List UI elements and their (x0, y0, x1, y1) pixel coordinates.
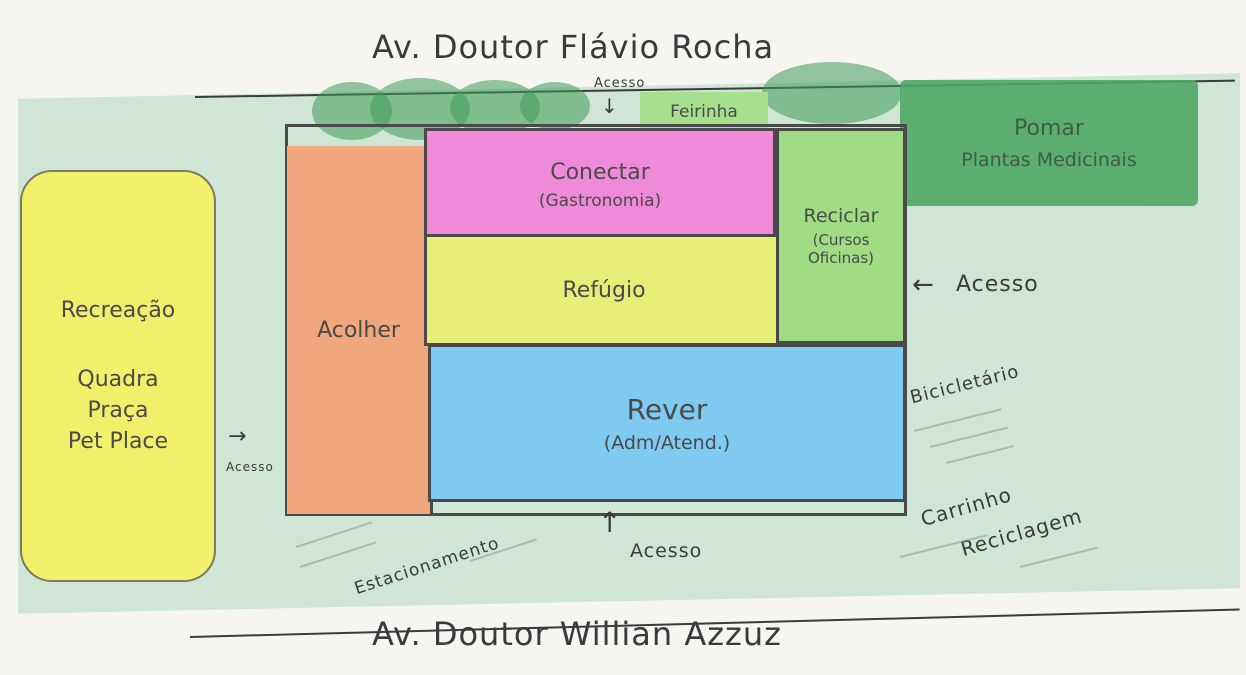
pomar-subtitle: Plantas Medicinais (961, 148, 1137, 171)
recreacao-line1: Quadra (77, 367, 159, 392)
zone-refugio: Refúgio (424, 234, 784, 346)
tree-cluster-top-mid (762, 62, 902, 124)
acesso-top-arrow-icon: ↓ (601, 94, 618, 118)
conectar-subtitle: (Gastronomia) (538, 190, 662, 211)
reciclar-subtitle: (Cursos Oficinas) (807, 231, 875, 267)
zone-pomar: Pomar Plantas Medicinais (900, 80, 1198, 206)
acesso-bottom-label: Acesso (630, 540, 703, 562)
conectar-title: Conectar (550, 159, 650, 185)
zone-recreacao: Recreação Quadra Praça Pet Place (20, 170, 216, 582)
recreacao-line2: Praça (87, 398, 149, 423)
zone-reciclar: Reciclar (Cursos Oficinas) (776, 128, 906, 344)
tree-cluster-top-left-4 (520, 82, 590, 130)
acesso-top-label: Acesso (594, 76, 646, 91)
acesso-left-arrow-icon: → (228, 424, 247, 449)
acesso-bottom-arrow-icon: ↑ (598, 506, 622, 539)
reciclar-title: Reciclar (803, 205, 879, 227)
rever-title: Rever (626, 392, 708, 426)
zone-rever: Rever (Adm/Atend.) (428, 344, 906, 502)
pomar-title: Pomar (1014, 115, 1084, 141)
north-street-name: Av. Doutor Flávio Rocha (372, 28, 775, 66)
recreacao-line3: Pet Place (67, 429, 169, 454)
acolher-title: Acolher (317, 317, 400, 343)
south-street-name: Av. Doutor Willian Azzuz (372, 615, 782, 653)
acesso-right-label: Acesso (956, 272, 1039, 297)
zone-conectar: Conectar (Gastronomia) (424, 128, 776, 242)
zone-acolher: Acolher (287, 146, 433, 514)
acesso-left-label: Acesso (226, 460, 274, 474)
rever-subtitle: (Adm/Atend.) (603, 431, 731, 454)
refugio-title: Refúgio (562, 277, 646, 303)
acesso-right-arrow-icon: ← (912, 270, 934, 300)
feirinha-title: Feirinha (670, 102, 738, 122)
recreacao-title: Recreação (60, 298, 176, 323)
